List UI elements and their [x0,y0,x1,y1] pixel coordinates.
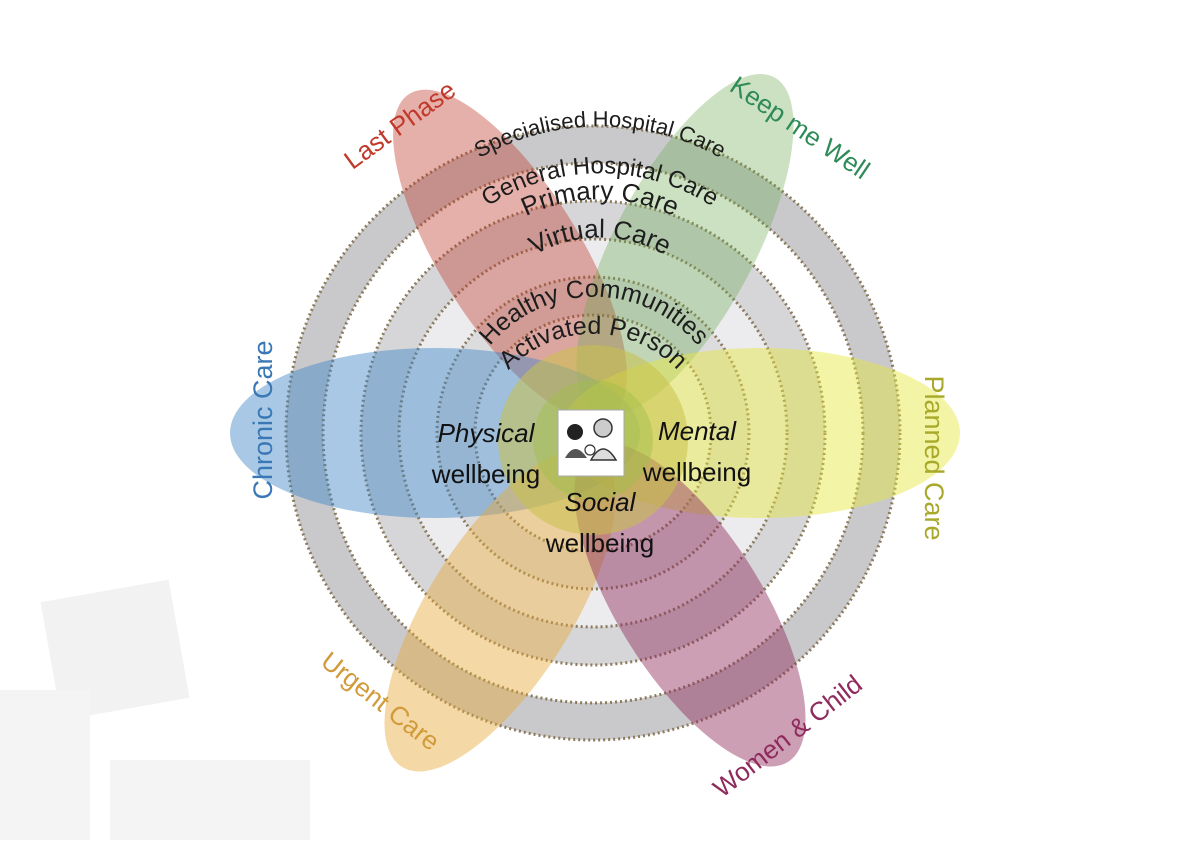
center-core [498,345,688,535]
petal-last-phase [393,89,627,421]
family-icon-figures [565,418,618,461]
physical-label: Physical [438,418,536,448]
social-label: Social [565,487,637,517]
petal-label-planned-care: Planned Care [919,375,949,540]
background-shapes [0,579,310,840]
mental-label: Mental [658,416,737,446]
petal-label-chronic-care: Chronic Care [248,340,278,499]
wellbeing-labels: Physical wellbeing Mental wellbeing Soci… [431,416,751,558]
social-wellbeing-label: wellbeing [545,528,654,558]
physical-wellbeing-label: wellbeing [431,459,540,489]
petal-keep-me-well [576,74,794,416]
petal-urgent-care [384,448,616,772]
mental-wellbeing-label: wellbeing [642,457,751,487]
family-icon [557,409,625,477]
